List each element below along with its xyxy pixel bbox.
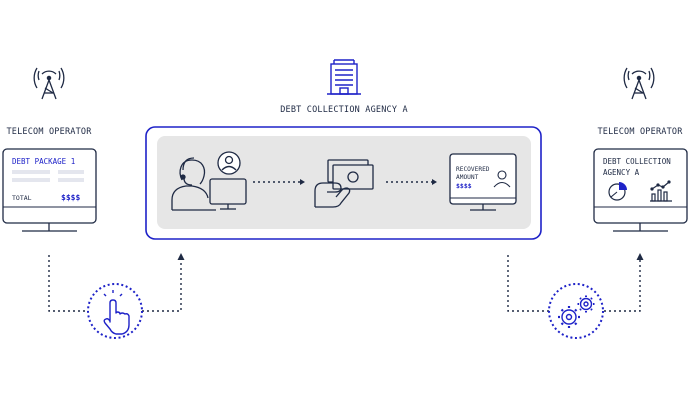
tap-hand-badge [87, 283, 143, 339]
radio-tower-icon-right [623, 67, 655, 100]
flow-arrowhead-1 [300, 179, 305, 185]
right-flow-arrowhead [636, 253, 644, 260]
right-flow-line-out [604, 260, 641, 312]
left-flow-arrowhead [177, 253, 185, 260]
pie-chart-icon [608, 182, 627, 201]
agency-title: DEBT COLLECTION AGENCY A [280, 105, 408, 115]
right-operator-monitor: DEBT COLLECTION AGENCY A [593, 148, 688, 232]
bar-chart-icon [650, 180, 672, 202]
gears-icon [558, 295, 595, 328]
right-operator-title: TELECOM OPERATOR [597, 127, 683, 137]
report-heading-line2: AGENCY A [603, 168, 640, 177]
recovered-line2: AMOUNT [456, 174, 479, 181]
radio-tower-icon [33, 67, 65, 100]
flow-arrowhead-2 [432, 179, 437, 185]
recovered-line1: RECOVERED [456, 166, 490, 173]
recovered-amount-monitor: RECOVERED AMOUNT $$$$ [449, 153, 517, 211]
call-agent-icon [171, 151, 247, 211]
debt-table-placeholder [12, 170, 84, 182]
left-flow-line-in [48, 255, 88, 312]
right-flow-line-in [507, 255, 549, 312]
total-value: $$$$ [61, 193, 80, 202]
recovered-value: $$$$ [456, 182, 472, 190]
total-label: TOTAL [12, 194, 32, 202]
user-icon [493, 170, 511, 188]
tap-hand-icon [103, 290, 130, 335]
debt-package-heading: DEBT PACKAGE 1 [12, 157, 75, 166]
left-flow-line-out [142, 260, 182, 312]
report-heading-line1: DEBT COLLECTION [603, 157, 671, 166]
left-operator-monitor: DEBT PACKAGE 1 TOTAL $$$$ [2, 148, 97, 232]
cash-in-hand-icon [314, 159, 374, 208]
office-building-icon [327, 59, 361, 95]
left-operator-title: TELECOM OPERATOR [6, 127, 92, 137]
